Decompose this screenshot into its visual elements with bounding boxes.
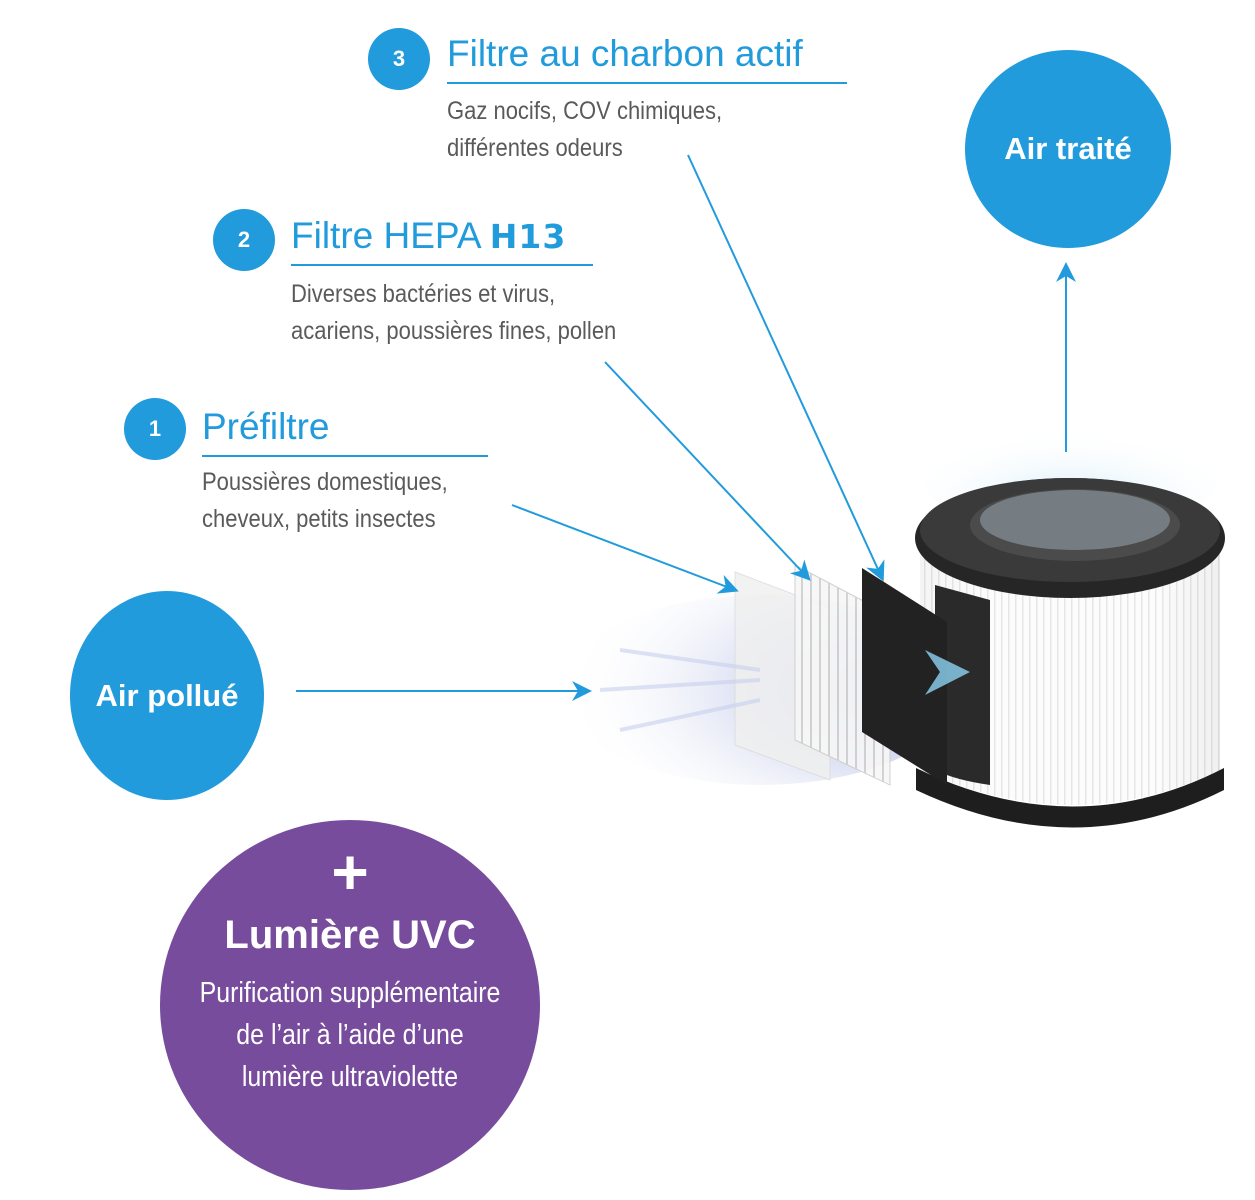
- uvc-desc-line: lumière ultraviolette: [241, 1061, 459, 1093]
- desc-line: différentes odeurs: [447, 134, 623, 162]
- stage-number: 3: [392, 46, 406, 71]
- callout-arrow-prefilter: [511, 504, 739, 594]
- air-streaks: [599, 648, 761, 732]
- uvc-title: Lumière UVC: [224, 913, 476, 957]
- uvc-desc-line: Purification supplémentaire: [199, 977, 501, 1009]
- cylinder-filter: [915, 478, 1225, 828]
- desc-line: cheveux, petits insectes: [202, 505, 436, 533]
- desc-line: acariens, poussières fines, pollen: [291, 317, 617, 345]
- clean-air-label: Air traité: [1004, 131, 1132, 166]
- stage-desc-prefilter: Poussières domestiques, cheveux, petits …: [202, 464, 448, 538]
- clean-air-circle: Air traité: [965, 50, 1171, 248]
- uvc-desc-line: de l’air à l’aide d’une: [236, 1019, 464, 1051]
- stage-title-carbon: Filtre au charbon actif: [447, 33, 847, 84]
- plus-icon: +: [331, 836, 369, 908]
- stage-title-text: Filtre HEPA: [291, 215, 490, 256]
- callout-arrow-hepa: [604, 361, 811, 581]
- desc-line: Gaz nocifs, COV chimiques,: [447, 97, 723, 125]
- stage-title-text: Préfiltre: [202, 406, 330, 447]
- carbon-sheet: [862, 568, 947, 785]
- uvc-circle: + Lumière UVC Purification supplémentair…: [160, 820, 540, 1190]
- stage-title-prefilter: Préfiltre: [202, 406, 488, 457]
- stage-number: 1: [148, 416, 162, 441]
- uvc-description: Purification supplémentaire de l’air à l…: [169, 972, 530, 1098]
- callout-arrow-carbon: [687, 154, 885, 582]
- stage-title-hepa: Filtre HEPA H13: [291, 215, 593, 266]
- stage-title-text: Filtre au charbon actif: [447, 33, 803, 74]
- flow-arrow-glow: [925, 650, 970, 695]
- stage-number: 2: [237, 227, 251, 252]
- stage-badge-3: 3: [368, 28, 430, 90]
- stage-badge-2: 2: [213, 209, 275, 271]
- stage-desc-hepa: Diverses bactéries et virus, acariens, p…: [291, 276, 616, 350]
- polluted-air-label: Air pollué: [95, 677, 239, 713]
- stage-badge-1: 1: [124, 398, 186, 460]
- stage-desc-carbon: Gaz nocifs, COV chimiques, différentes o…: [447, 93, 722, 167]
- stage-title-grade: H13: [489, 217, 567, 256]
- desc-line: Poussières domestiques,: [202, 468, 448, 496]
- polluted-air-circle: Air pollué: [70, 591, 264, 800]
- desc-line: Diverses bactéries et virus,: [291, 280, 556, 308]
